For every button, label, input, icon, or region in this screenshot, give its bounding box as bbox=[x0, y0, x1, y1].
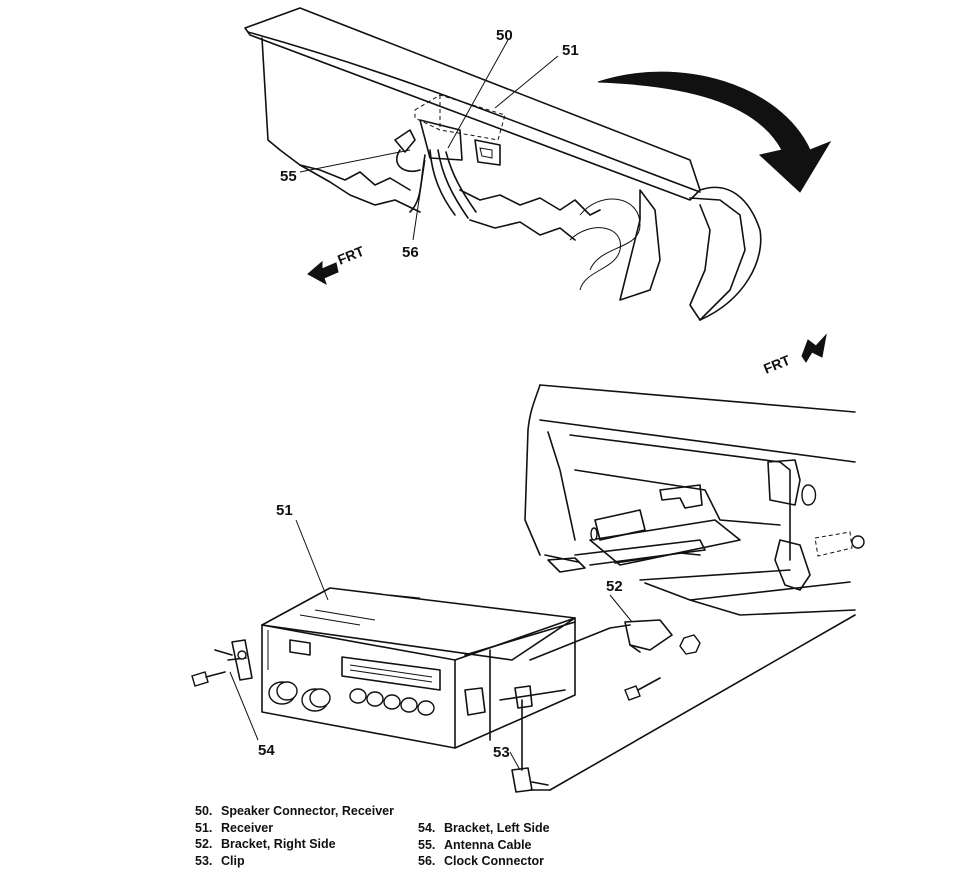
legend-item: 56.Clock Connector bbox=[418, 854, 545, 868]
legend-right-column: 54.Bracket, Left Side 55.Antenna Cable 5… bbox=[418, 820, 550, 870]
legend-item: 53.Clip bbox=[195, 853, 245, 868]
callout-52: 52 bbox=[606, 578, 623, 595]
left-bracket bbox=[191, 639, 253, 687]
legend-item: 50.Speaker Connector, Receiver bbox=[195, 804, 394, 818]
instrument-panel-top-view bbox=[244, 7, 832, 321]
frt-arrow-right-icon bbox=[801, 333, 827, 363]
legend-item: 55.Antenna Cable bbox=[418, 837, 532, 852]
right-bracket bbox=[624, 619, 701, 701]
legend-item: 54.Bracket, Left Side bbox=[418, 821, 550, 835]
frt-label-right: FRT bbox=[761, 352, 793, 377]
callout-55: 55 bbox=[280, 168, 297, 185]
callout-50: 50 bbox=[496, 27, 513, 44]
callout-53: 53 bbox=[493, 744, 510, 761]
clip bbox=[511, 699, 549, 793]
callout-51-bottom: 51 bbox=[276, 502, 293, 519]
legend-item: 51.Receiver bbox=[195, 820, 274, 835]
dash-cavity-view bbox=[524, 384, 865, 791]
callout-51-top: 51 bbox=[562, 42, 579, 59]
callout-54: 54 bbox=[258, 742, 275, 759]
frt-label-top: FRT bbox=[335, 243, 367, 268]
receiver bbox=[261, 587, 631, 749]
callout-56: 56 bbox=[402, 244, 419, 261]
legend-left-column: 50.Speaker Connector, Receiver 51.Receiv… bbox=[195, 803, 394, 869]
legend-item: 52.Bracket, Right Side bbox=[195, 837, 336, 851]
